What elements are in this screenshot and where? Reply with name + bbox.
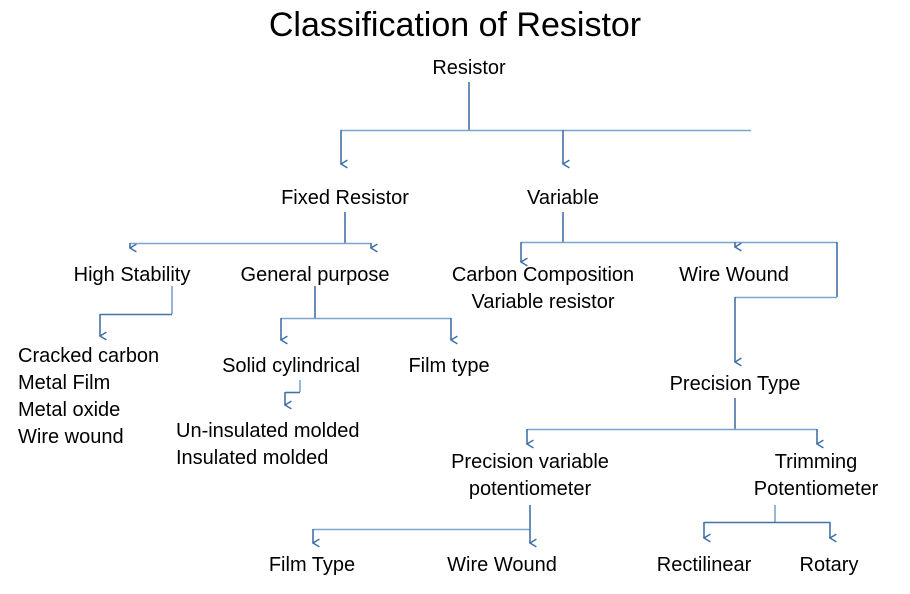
node-un-insulated-molded: Un-insulated molded bbox=[176, 420, 360, 442]
node-carbon-composition-line1: Carbon Composition bbox=[451, 264, 635, 286]
node-general-purpose: General purpose bbox=[240, 264, 390, 286]
node-precision-variable-line2: potentiometer bbox=[468, 478, 592, 500]
node-high-stability: High Stability bbox=[73, 264, 191, 286]
node-variable: Variable bbox=[527, 187, 599, 209]
node-film-type-fixed: Film type bbox=[408, 355, 490, 377]
node-wire-wound-bottom: Wire Wound bbox=[447, 554, 557, 576]
node-metal-film: Metal Film bbox=[18, 372, 111, 394]
node-film-type-bottom: Film Type bbox=[268, 554, 356, 576]
node-wire-wound-leaf: Wire wound bbox=[18, 426, 124, 448]
node-precision-type: Precision Type bbox=[669, 373, 801, 395]
node-wire-wound-variable: Wire Wound bbox=[679, 264, 789, 286]
node-trimming-line2: Potentiometer bbox=[753, 478, 879, 500]
node-fixed-resistor: Fixed Resistor bbox=[281, 187, 409, 209]
node-metal-oxide: Metal oxide bbox=[18, 399, 121, 421]
node-insulated-molded: Insulated molded bbox=[176, 447, 329, 469]
node-resistor: Resistor bbox=[432, 57, 506, 79]
node-rotary: Rotary bbox=[799, 554, 859, 576]
node-cracked-carbon: Cracked carbon bbox=[18, 345, 160, 367]
node-carbon-composition-line2: Variable resistor bbox=[471, 291, 615, 313]
node-trimming-line1: Trimming bbox=[774, 451, 858, 473]
node-precision-variable-potentiometer: Precision variable potentiometer bbox=[451, 449, 609, 503]
diagram-title: Classification of Resistor bbox=[268, 6, 642, 44]
node-rectilinear: Rectilinear bbox=[656, 554, 752, 576]
node-precision-variable-line1: Precision variable bbox=[451, 451, 609, 473]
node-solid-cylindrical: Solid cylindrical bbox=[222, 355, 360, 377]
